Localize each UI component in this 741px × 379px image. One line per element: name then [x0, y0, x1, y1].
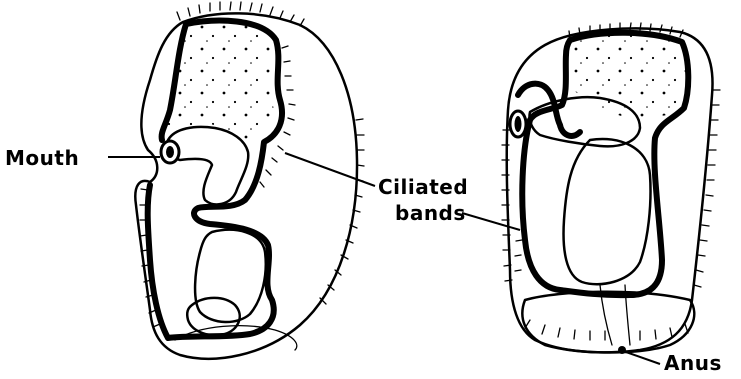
left-larva — [135, 2, 364, 359]
leader-ciliated-right — [462, 213, 520, 230]
label-anus: Anus — [664, 351, 722, 375]
label-ciliated-line1: Ciliated — [378, 175, 468, 199]
right-anus — [618, 346, 626, 354]
leader-anus — [626, 352, 660, 364]
right-stomach — [564, 139, 651, 284]
leader-ciliated-left — [285, 153, 375, 186]
label-ciliated-line2: bands — [395, 201, 466, 225]
label-anus-group: Anus — [626, 351, 722, 375]
right-bottom-lobe — [522, 292, 694, 353]
right-larva — [502, 23, 720, 354]
label-ciliated-group: Ciliated bands — [285, 153, 520, 230]
label-mouth: Mouth — [5, 146, 79, 170]
right-esophagus — [529, 97, 640, 146]
label-mouth-group: Mouth — [5, 146, 160, 170]
left-esophagus — [167, 127, 248, 204]
left-stomach — [195, 230, 266, 322]
left-intestine — [187, 298, 240, 335]
